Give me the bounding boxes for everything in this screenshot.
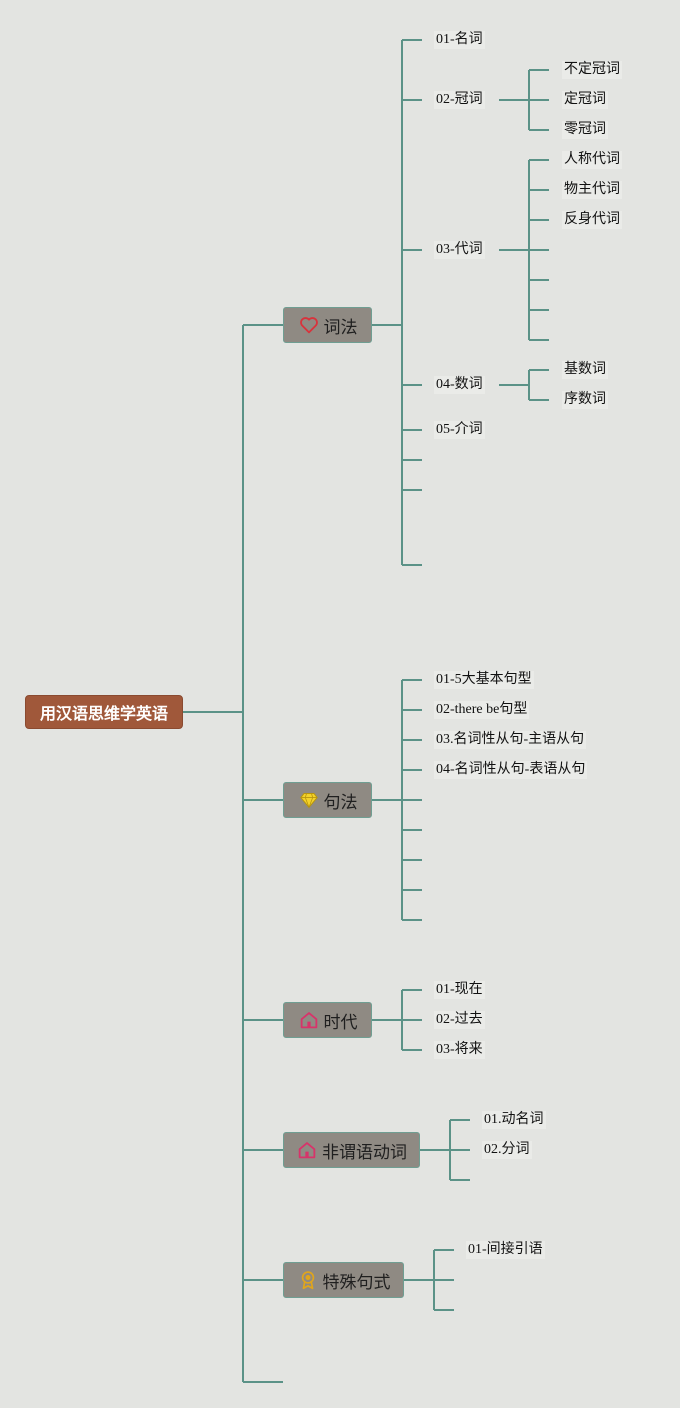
leaf-daici[interactable]: 03-代词 [434, 241, 485, 259]
root-node[interactable]: 用汉语思维学英语 [25, 695, 183, 729]
leaf-xushuci[interactable]: 序数词 [562, 391, 608, 409]
leaf-teshu-1[interactable]: 01-间接引语 [466, 1241, 545, 1259]
leaf-jieci[interactable]: 05-介词 [434, 421, 485, 439]
leaf-fanshendaici[interactable]: 反身代词 [562, 211, 622, 229]
leaf-jishuci[interactable]: 基数词 [562, 361, 608, 379]
leaf-jufa-4[interactable]: 04-名词性从句-表语从句 [434, 761, 588, 779]
root-label: 用汉语思维学英语 [39, 706, 168, 723]
leaf-jufa-1[interactable]: 01-5大基本句型 [434, 671, 534, 689]
branch-label-cifa: 词法 [323, 317, 358, 337]
leaf-shuci[interactable]: 04-数词 [434, 376, 485, 394]
leaf-shidai-3[interactable]: 03-将来 [434, 1041, 485, 1059]
branch-label-teshu: 特殊句式 [322, 1272, 391, 1292]
leaf-jufa-3[interactable]: 03.名词性从句-主语从句 [434, 731, 587, 749]
branch-node-cifa[interactable]: 词法 [283, 307, 372, 343]
leaf-shidai-1[interactable]: 01-现在 [434, 981, 485, 999]
branch-label-feiwei: 非谓语动词 [322, 1142, 407, 1162]
leaf-wuzhudaici[interactable]: 物主代词 [562, 181, 622, 199]
leaf-mingci[interactable]: 01-名词 [434, 31, 485, 49]
leaf-feiwei-2[interactable]: 02.分词 [482, 1141, 532, 1159]
home-icon [296, 1139, 318, 1161]
leaf-renchengdaici[interactable]: 人称代词 [562, 151, 622, 169]
leaf-guanci[interactable]: 02-冠词 [434, 91, 485, 109]
branch-label-jufa: 句法 [323, 792, 358, 812]
branch-label-shidai: 时代 [323, 1012, 358, 1032]
home-icon [298, 1009, 320, 1031]
heart-icon [298, 314, 320, 336]
leaf-lingguanci[interactable]: 零冠词 [562, 121, 608, 139]
branch-node-feiwei[interactable]: 非谓语动词 [283, 1132, 420, 1168]
leaf-budingguanci[interactable]: 不定冠词 [562, 61, 622, 79]
leaf-dingguanci[interactable]: 定冠词 [562, 91, 608, 109]
leaf-jufa-2[interactable]: 02-there be句型 [434, 701, 530, 719]
award-icon [297, 1269, 319, 1291]
leaf-shidai-2[interactable]: 02-过去 [434, 1011, 485, 1029]
branch-node-jufa[interactable]: 句法 [283, 782, 372, 818]
leaf-feiwei-1[interactable]: 01.动名词 [482, 1111, 546, 1129]
diamond-icon [298, 789, 320, 811]
branch-node-shidai[interactable]: 时代 [283, 1002, 372, 1038]
branch-node-teshu[interactable]: 特殊句式 [283, 1262, 404, 1298]
